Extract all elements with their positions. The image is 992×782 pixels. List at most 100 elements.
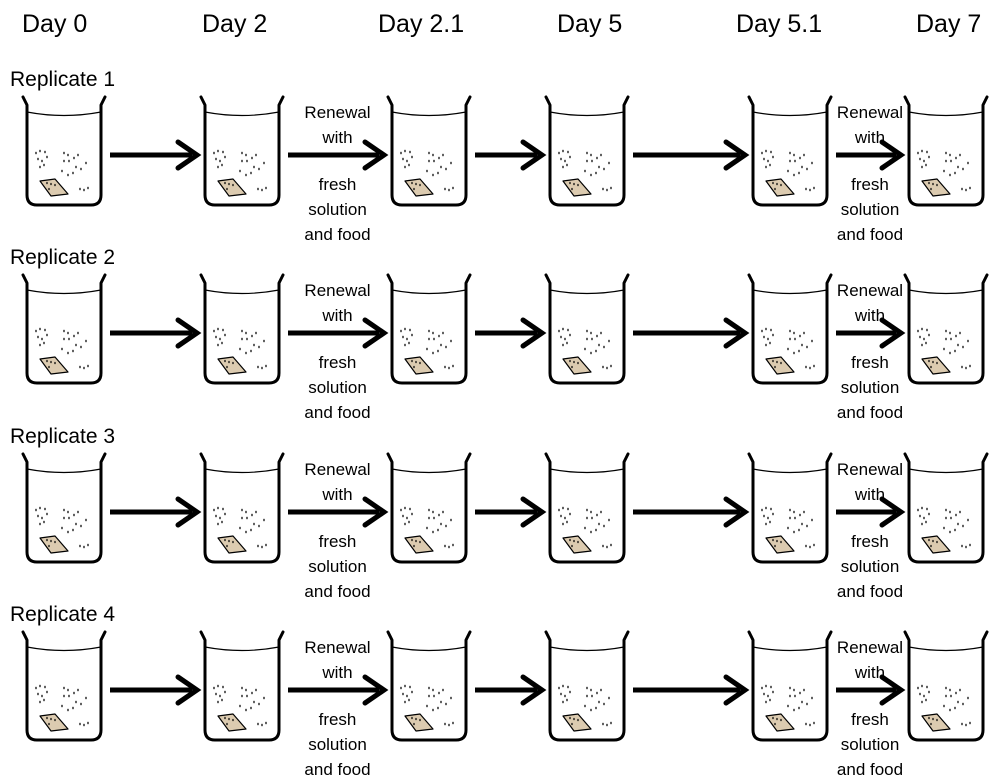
arrow-rep3-step3 [475, 496, 547, 528]
beaker-rep3-day0 [21, 452, 107, 564]
beaker-rep3-day3 [544, 452, 630, 564]
arrow-rep4-step3 [475, 674, 547, 706]
replicate-label-1: Replicate 1 [10, 68, 116, 91]
beaker-rep2-day2 [386, 273, 472, 385]
day-label-2: Day 2 [202, 10, 268, 38]
day-label-0: Day 0 [22, 10, 88, 38]
arrow-rep2-step4 [633, 317, 750, 349]
beaker-rep3-day4 [747, 452, 833, 564]
renewal-note-line5: and food [836, 403, 904, 422]
renewal-note-line3: fresh [318, 353, 357, 372]
beaker-rep1-day4 [747, 95, 833, 207]
renewal-note-line2: with [322, 128, 353, 147]
renewal-note-rep4-step2: Renewal with fresh solution and food [283, 635, 393, 782]
renewal-note-line1: Renewal [836, 281, 904, 300]
renewal-note-line5: and food [304, 760, 371, 779]
renewal-note-rep3-step5: Renewal with fresh solution and food [815, 457, 925, 604]
beaker-rep1-day1 [199, 95, 285, 207]
renewal-note-line3: fresh [851, 532, 889, 551]
beaker-rep4-day1 [199, 630, 285, 742]
beaker-rep2-day3 [544, 273, 630, 385]
arrow-gap [283, 507, 393, 529]
arrow-rep3-step2 [288, 496, 389, 528]
renewal-note-line1: Renewal [304, 281, 371, 300]
arrow-gap [815, 507, 925, 529]
renewal-note-rep1-step5: Renewal with fresh solution and food [815, 100, 925, 247]
renewal-note-line3: fresh [851, 353, 889, 372]
day-label-7: Day 7 [916, 10, 982, 38]
beaker-rep1-day0 [21, 95, 107, 207]
arrow-gap [283, 685, 393, 707]
arrow-rep3-step4 [633, 496, 750, 528]
renewal-note-line2: with [854, 663, 886, 682]
arrow-rep1-step5 [836, 139, 906, 171]
renewal-note-line1: Renewal [304, 103, 371, 122]
renewal-note-line5: and food [836, 582, 904, 601]
arrow-gap [815, 685, 925, 707]
renewal-note-line5: and food [836, 225, 904, 244]
renewal-note-line5: and food [304, 403, 371, 422]
renewal-note-line2: with [322, 485, 353, 504]
arrow-rep1-step4 [633, 139, 750, 171]
renewal-note-line4: solution [308, 378, 367, 397]
beaker-rep1-day2 [386, 95, 472, 207]
renewal-note-rep3-step2: Renewal with fresh solution and food [283, 457, 393, 604]
renewal-note-line4: solution [308, 735, 367, 754]
renewal-note-line4: solution [840, 378, 900, 397]
renewal-note-line1: Renewal [304, 460, 371, 479]
renewal-note-line4: solution [840, 735, 900, 754]
replicate-label-3: Replicate 3 [10, 425, 116, 448]
arrow-rep2-step2 [288, 317, 389, 349]
arrow-gap [815, 150, 925, 172]
renewal-note-line1: Renewal [836, 103, 904, 122]
renewal-note-line2: with [854, 485, 886, 504]
day-label-5: Day 5 [557, 10, 623, 38]
renewal-note-line4: solution [308, 557, 367, 576]
beaker-rep3-day1 [199, 452, 285, 564]
replicate-label-4: Replicate 4 [10, 603, 116, 626]
renewal-note-line1: Renewal [304, 638, 371, 657]
replicate-label-2: Replicate 2 [10, 246, 116, 269]
beaker-rep3-day5 [903, 452, 989, 564]
arrow-rep1-step2 [288, 139, 389, 171]
arrow-rep4-step2 [288, 674, 389, 706]
arrow-rep2-step1 [110, 317, 202, 349]
beaker-rep4-day5 [903, 630, 989, 742]
beaker-rep4-day2 [386, 630, 472, 742]
renewal-note-line3: fresh [318, 710, 357, 729]
arrow-rep3-step1 [110, 496, 202, 528]
renewal-note-line5: and food [836, 760, 904, 779]
beaker-rep2-day5 [903, 273, 989, 385]
day-label-2-1: Day 2.1 [378, 10, 465, 38]
day-label-5-1: Day 5.1 [736, 10, 823, 38]
renewal-note-line3: fresh [851, 175, 889, 194]
arrow-rep4-step5 [836, 674, 906, 706]
renewal-note-line2: with [854, 128, 886, 147]
arrow-rep2-step5 [836, 317, 906, 349]
renewal-note-line3: fresh [318, 532, 357, 551]
renewal-note-line4: solution [840, 200, 900, 219]
renewal-note-line1: Renewal [836, 638, 904, 657]
renewal-note-line3: fresh [851, 710, 889, 729]
beaker-rep4-day3 [544, 630, 630, 742]
renewal-note-line1: Renewal [836, 460, 904, 479]
arrow-rep4-step4 [633, 674, 750, 706]
renewal-note-line3: fresh [318, 175, 357, 194]
beaker-rep2-day4 [747, 273, 833, 385]
renewal-note-line2: with [322, 663, 353, 682]
renewal-note-line4: solution [840, 557, 900, 576]
renewal-note-rep4-step5: Renewal with fresh solution and food [815, 635, 925, 782]
beaker-rep3-day2 [386, 452, 472, 564]
beaker-rep4-day4 [747, 630, 833, 742]
beaker-rep2-day1 [199, 273, 285, 385]
renewal-note-line5: and food [304, 582, 371, 601]
arrow-gap [283, 150, 393, 172]
arrow-rep2-step3 [475, 317, 547, 349]
beaker-rep2-day0 [21, 273, 107, 385]
arrow-rep1-step3 [475, 139, 547, 171]
beaker-rep1-day5 [903, 95, 989, 207]
